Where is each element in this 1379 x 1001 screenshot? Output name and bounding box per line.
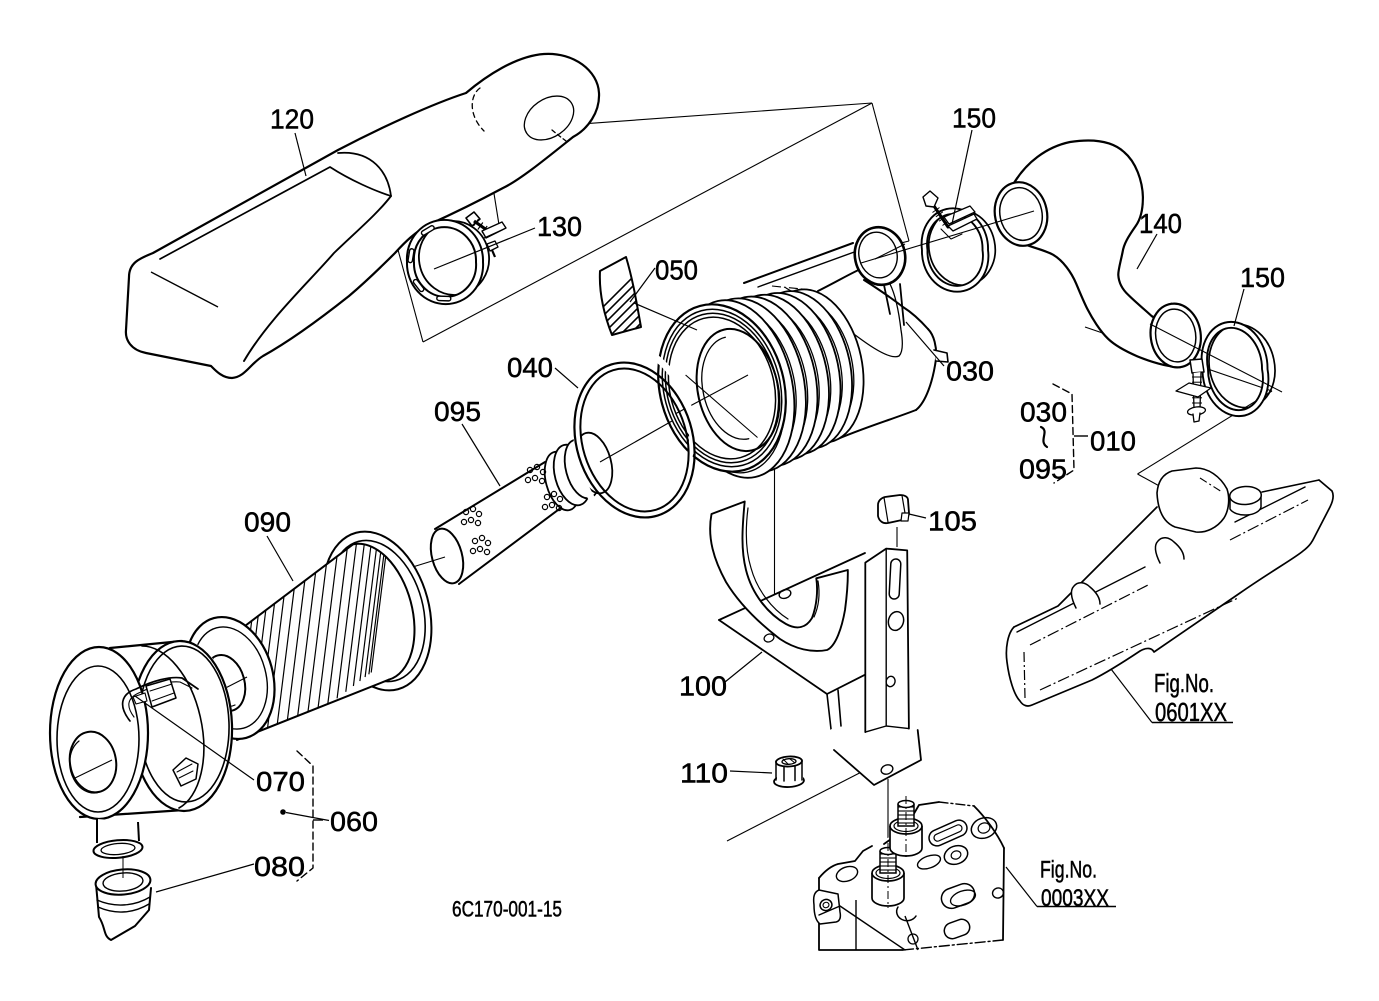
svg-text:090: 090	[244, 507, 291, 538]
svg-text:120: 120	[270, 104, 314, 135]
svg-text:Fig.No.: Fig.No.	[1040, 857, 1097, 884]
svg-text:150: 150	[1240, 262, 1285, 293]
svg-text:040: 040	[507, 352, 553, 383]
svg-text:030: 030	[1020, 397, 1067, 428]
svg-text:0003XX: 0003XX	[1041, 885, 1109, 912]
svg-text:100: 100	[679, 671, 727, 702]
svg-text:070: 070	[256, 766, 305, 797]
svg-text:060: 060	[330, 806, 378, 837]
svg-text:080: 080	[254, 851, 305, 882]
svg-text:Fig.No.: Fig.No.	[1154, 668, 1214, 698]
svg-text:110: 110	[680, 758, 728, 789]
svg-text:130: 130	[537, 211, 582, 242]
svg-text:150: 150	[952, 103, 996, 134]
svg-text:095: 095	[434, 396, 481, 427]
svg-text:105: 105	[928, 506, 977, 537]
svg-text:010: 010	[1090, 426, 1136, 457]
svg-text:030: 030	[946, 356, 994, 387]
svg-text:140: 140	[1139, 208, 1182, 239]
svg-text:050: 050	[655, 255, 698, 286]
svg-text:6C170-001-15: 6C170-001-15	[452, 897, 562, 922]
